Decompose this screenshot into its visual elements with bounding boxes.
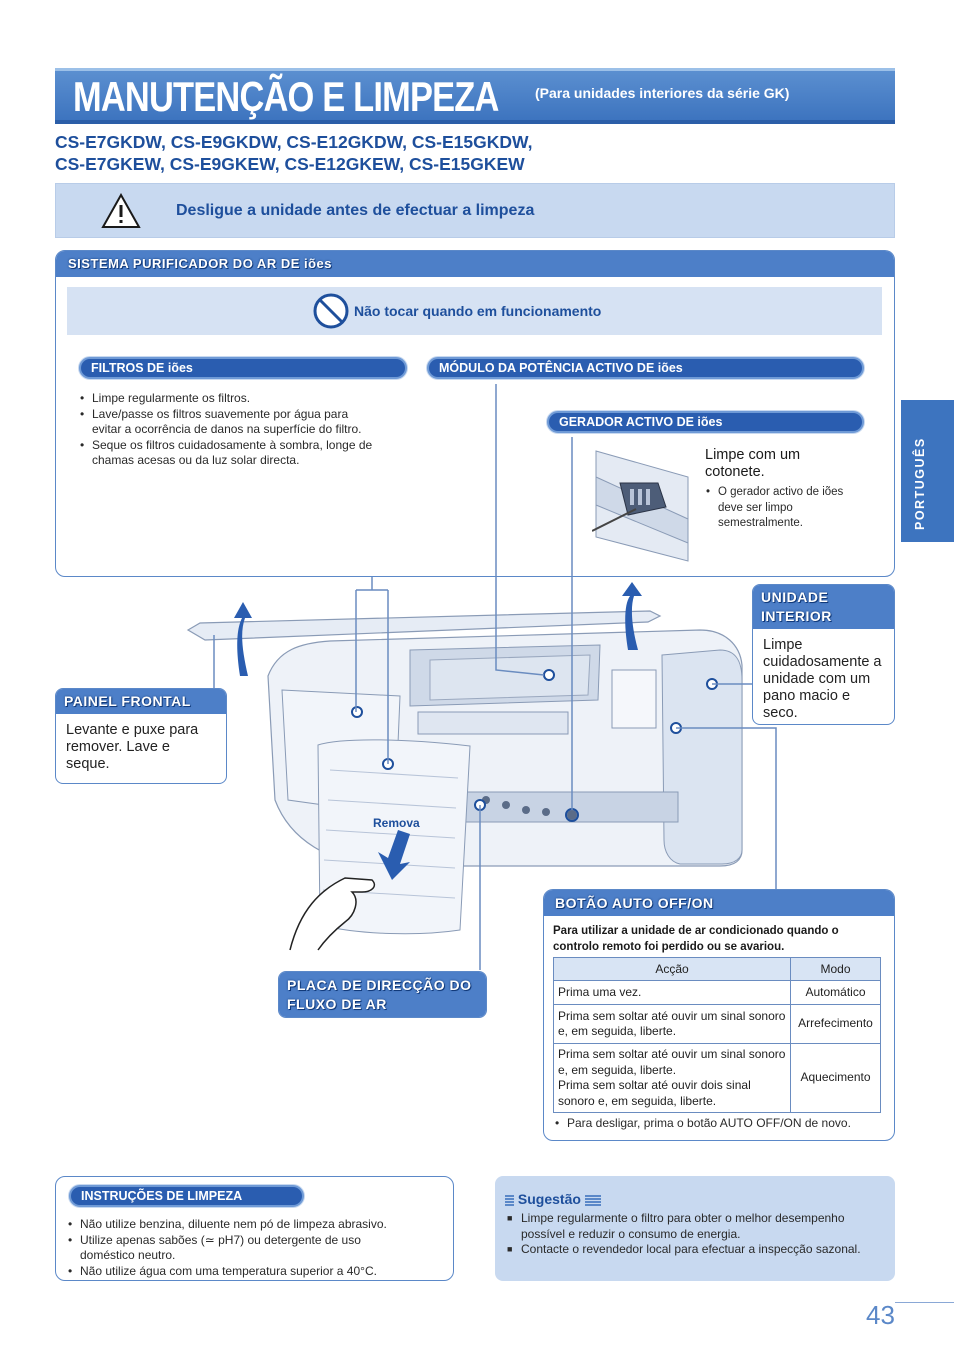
auto-button-note-list: Para desligar, prima o botão AUTO OFF/ON…: [553, 1116, 888, 1132]
auto-button-intro: Para utilizar a unidade de ar condiciona…: [553, 925, 839, 953]
prohibited-icon: [313, 293, 349, 329]
language-tab-label: PORTUGUÊS: [913, 437, 927, 530]
table-header-mode: Modo: [790, 957, 881, 981]
table-header-action: Acção: [553, 957, 791, 981]
filters-list: Limpe regularmente os filtros. Lave/pass…: [78, 391, 378, 469]
page-subtitle: (Para unidades interiores da série GK): [535, 85, 790, 101]
mode-table: Acção Modo Prima uma vez. Automático Pri…: [553, 957, 881, 1113]
table-cell-action: Prima uma vez.: [553, 980, 791, 1005]
table-row: Prima sem soltar até ouvir um sinal sono…: [553, 1004, 881, 1044]
front-panel-text: Levante e puxe para remover. Lave e sequ…: [66, 722, 199, 772]
filters-item-3: Seque os filtros cuidadosamente à sombra…: [78, 438, 378, 469]
airflow-plate-title: PLACA DE DIRECÇÃO DO FLUXO DE AR: [279, 972, 486, 1017]
model-line-1: CS-E7GKDW, CS-E9GKDW, CS-E12GKDW, CS-E15…: [55, 132, 533, 152]
filters-title: FILTROS DE iões: [79, 357, 407, 379]
cleaning-title: INSTRUÇÕES DE LIMPEZA: [69, 1185, 304, 1207]
cleaning-list: Não utilize benzina, diluente nem pó de …: [66, 1217, 406, 1279]
purifier-panel: SISTEMA PURIFICADOR DO AR DE iões Não to…: [55, 250, 895, 577]
tip-item-2: Contacte o revendedor local para efectua…: [507, 1242, 887, 1258]
purifier-title: SISTEMA PURIFICADOR DO AR DE iões: [68, 256, 333, 271]
tip-title: Sugestão: [517, 1191, 581, 1207]
front-panel-title: PAINEL FRONTAL: [56, 689, 226, 714]
table-row: Prima sem soltar até ouvir um sinal sono…: [553, 1043, 881, 1113]
table-cell-action-line-1: Prima sem soltar até ouvir um sinal sono…: [558, 1047, 786, 1077]
warning-icon: [101, 193, 141, 228]
tip-bar-right-icon: [584, 1194, 601, 1206]
auto-button-title: BOTÃO AUTO OFF/ON: [555, 895, 714, 911]
filters-item-1: Limpe regularmente os filtros.: [78, 391, 378, 407]
cleaning-item-3: Não utilize água com uma temperatura sup…: [66, 1264, 406, 1280]
page-number-rule: [895, 1302, 954, 1303]
filters-item-2: Lave/passe os filtros suavemente por águ…: [78, 407, 378, 438]
table-cell-mode: Automático: [790, 980, 881, 1005]
table-cell-mode: Arrefecimento: [790, 1004, 881, 1044]
remove-label: Remova: [373, 816, 420, 830]
table-cell-action: Prima sem soltar até ouvir um sinal sono…: [553, 1043, 791, 1113]
page-number: 43: [866, 1300, 895, 1330]
tip-bar-left-icon: [505, 1194, 514, 1206]
table-cell-action-line-2: Prima sem soltar até ouvir dois sinal so…: [558, 1078, 751, 1108]
indoor-unit-text: Limpe cuidadosamente a unidade com um pa…: [763, 637, 882, 721]
table-header-row: Acção Modo: [553, 957, 881, 981]
model-list: CS-E7GKDW, CS-E9GKDW, CS-E12GKDW, CS-E15…: [55, 131, 532, 175]
indoor-unit-title: UNIDADE INTERIOR: [753, 585, 894, 629]
language-tab: PORTUGUÊS: [901, 400, 954, 542]
auto-button-note: Para desligar, prima o botão AUTO OFF/ON…: [553, 1116, 888, 1132]
purifier-header: [56, 251, 894, 277]
warning-text: Desligue a unidade antes de efectuar a l…: [176, 202, 535, 219]
tip-item-1: Limpe regularmente o filtro para obter o…: [507, 1211, 887, 1242]
generator-text: Limpe com um cotonete.: [705, 447, 801, 480]
table-row: Prima uma vez. Automático: [553, 980, 881, 1005]
tip-list: Limpe regularmente o filtro para obter o…: [507, 1211, 887, 1258]
module-title: MÓDULO DA POTÊNCIA ACTIVO DE iões: [427, 357, 864, 379]
cleaning-item-2: Utilize apenas sabões (≃ pH7) ou deterge…: [66, 1233, 406, 1264]
cleaning-panel: INSTRUÇÕES DE LIMPEZA Não utilize benzin…: [55, 1176, 454, 1281]
generator-item-1: O gerador activo de iões deve ser limpo …: [704, 485, 844, 532]
generator-title: GERADOR ACTIVO DE iões: [547, 411, 864, 433]
table-cell-action: Prima sem soltar até ouvir um sinal sono…: [553, 1004, 791, 1044]
table-cell-mode: Aquecimento: [790, 1043, 881, 1113]
indoor-unit-box: UNIDADE INTERIOR Limpe cuidadosamente a …: [752, 584, 895, 725]
model-line-2: CS-E7GKEW, CS-E9GKEW, CS-E12GKEW, CS-E15…: [55, 154, 525, 174]
tip-box: Sugestão Limpe regularmente o filtro par…: [495, 1176, 895, 1281]
page-title: MANUTENÇÃO E LIMPEZA: [73, 73, 499, 120]
tip-heading: Sugestão: [505, 1191, 601, 1207]
ion-generator-illustration: [592, 450, 689, 562]
warning-box: Desligue a unidade antes de efectuar a l…: [55, 183, 895, 238]
no-touch-box: Não tocar quando em funcionamento: [67, 287, 882, 335]
no-touch-text: Não tocar quando em funcionamento: [354, 303, 602, 319]
auto-button-header: [544, 890, 894, 916]
front-panel-box: PAINEL FRONTAL Levante e puxe para remov…: [55, 688, 227, 784]
title-bar: MANUTENÇÃO E LIMPEZA (Para unidades inte…: [55, 68, 895, 124]
cleaning-item-1: Não utilize benzina, diluente nem pó de …: [66, 1217, 406, 1233]
generator-list: O gerador activo de iões deve ser limpo …: [704, 485, 844, 532]
airflow-plate-box: PLACA DE DIRECÇÃO DO FLUXO DE AR: [278, 971, 487, 1018]
